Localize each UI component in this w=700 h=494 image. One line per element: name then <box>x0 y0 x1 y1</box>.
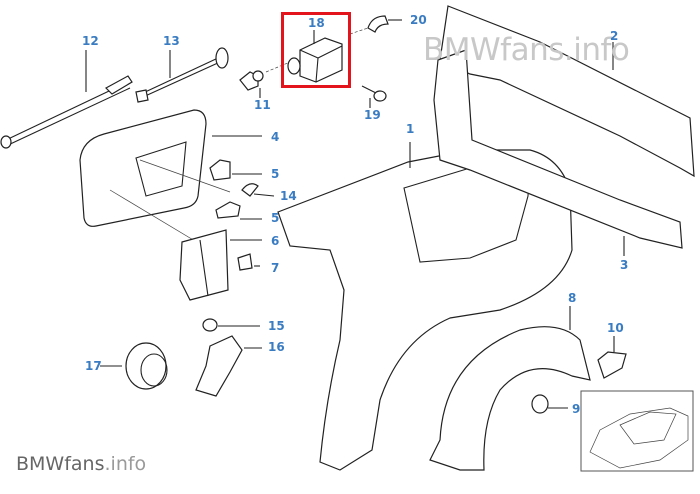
callout-4[interactable]: 4 <box>271 130 280 144</box>
part-17-sleeve <box>100 342 168 390</box>
part-9-screw <box>531 394 568 414</box>
part-16-bracket <box>195 335 262 397</box>
callout-6[interactable]: 6 <box>271 234 280 248</box>
part-5-buffer-lower <box>215 201 262 220</box>
callout-11[interactable]: 11 <box>254 98 271 112</box>
callout-8[interactable]: 8 <box>568 291 577 305</box>
callout-5-lower[interactable]: 5 <box>271 211 280 225</box>
watermark-top: BMWfans.info <box>423 32 630 68</box>
watermark-brand: BMWfans <box>16 453 105 475</box>
watermark-suffix: .info <box>104 453 147 475</box>
callout-10[interactable]: 10 <box>607 321 624 335</box>
part-18-actuator <box>287 30 343 83</box>
part-13-cable <box>135 47 229 103</box>
callout-19[interactable]: 19 <box>364 108 381 122</box>
part-19-screw <box>361 85 387 108</box>
callout-17[interactable]: 17 <box>85 359 102 373</box>
callout-5-upper[interactable]: 5 <box>271 167 280 181</box>
callout-18[interactable]: 18 <box>308 16 325 30</box>
callout-16[interactable]: 16 <box>268 340 285 354</box>
part-5-buffer-upper <box>209 159 262 181</box>
vehicle-inset <box>580 390 694 472</box>
callout-12[interactable]: 12 <box>82 34 99 48</box>
callout-9[interactable]: 9 <box>572 402 581 416</box>
part-4-fuel-flap <box>79 109 262 251</box>
callout-1[interactable]: 1 <box>406 122 415 136</box>
watermark-bottom: BMWfans.info <box>16 453 146 475</box>
part-8-wheel-arch-liner <box>429 306 591 471</box>
callout-2[interactable]: 2 <box>610 29 619 43</box>
callout-20[interactable]: 20 <box>410 13 427 27</box>
callout-3[interactable]: 3 <box>620 258 629 272</box>
part-6-hinge <box>179 229 262 301</box>
part-15-nut <box>202 318 260 332</box>
highlight-box <box>281 12 351 88</box>
callout-7[interactable]: 7 <box>271 261 280 275</box>
part-2-upper-frame <box>433 5 695 249</box>
callout-13[interactable]: 13 <box>163 34 180 48</box>
callout-15[interactable]: 15 <box>268 319 285 333</box>
callout-14[interactable]: 14 <box>280 189 297 203</box>
part-20-holder <box>349 15 402 35</box>
part-10-rivet <box>597 336 627 379</box>
part-12-rod <box>0 50 133 149</box>
part-11-grommet <box>239 61 291 98</box>
part-14-stop <box>241 183 275 197</box>
part-7-clip <box>237 253 260 271</box>
